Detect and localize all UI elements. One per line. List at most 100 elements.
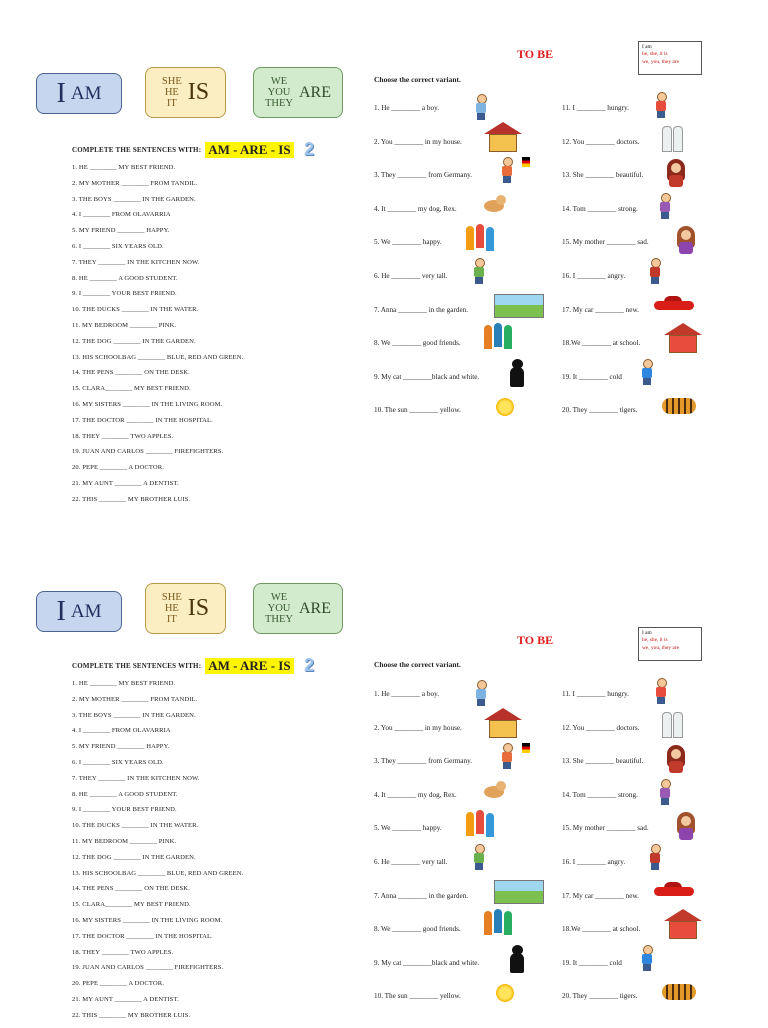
right-sentence: 2. You ________ in my house. xyxy=(374,707,522,754)
right-sentence: 20. They ________ tigers. xyxy=(562,398,696,436)
right-sentence-text: 9. My cat ________black and white. xyxy=(374,958,480,967)
pronoun-they: THEY xyxy=(265,614,293,625)
cold-kid-icon xyxy=(640,358,653,385)
left-sentence: 6. I ________ SIX YEARS OLD. xyxy=(72,242,164,250)
sad-mother-icon xyxy=(676,226,696,255)
dog-icon xyxy=(482,194,506,213)
legend-line-is: he, she, it is xyxy=(642,51,668,58)
right-sentence: 17. My car ________ new. xyxy=(562,881,694,922)
left-instruction: COMPLETE THE SENTENCES WITH: xyxy=(72,146,202,154)
left-sentence: 19. JUAN AND CARLOS ________ FIREFIGHTER… xyxy=(72,964,224,972)
right-sentence: 16. I ________ angry. xyxy=(562,257,661,302)
pronoun-she: SHE xyxy=(161,592,182,603)
doctors-icon xyxy=(662,125,694,152)
happy-kids-icon xyxy=(466,810,498,838)
house-icon xyxy=(484,707,522,738)
highlighted-verbs: AM - ARE - IS xyxy=(205,142,294,158)
right-sentence: 3. They ________ from Germany. xyxy=(374,743,530,787)
left-sentence: 4. I ________ FROM OLAVARRIA xyxy=(72,211,171,219)
pronoun-you: YOU xyxy=(267,87,291,98)
right-sentence: 11. I ________ hungry. xyxy=(562,92,667,134)
right-sentence-text: 5. We ________ happy. xyxy=(374,824,442,833)
pronoun-box-is: SHE HE IT IS xyxy=(145,67,226,118)
pronoun-box-are: WE YOU THEY ARE xyxy=(253,67,343,118)
right-sentence-text: 15. My mother ________ sad. xyxy=(562,238,649,247)
black-cat-icon xyxy=(508,944,526,973)
left-sentence: 8. HE ________ A GOOD STUDENT. xyxy=(72,790,178,798)
left-exercise-heading: COMPLETE THE SENTENCES WITH: AM - ARE - … xyxy=(72,142,294,158)
right-sentence-text: 19. It ________ cold xyxy=(562,372,622,381)
right-sentence-text: 12. You ________ doctors. xyxy=(562,723,640,732)
right-sentence: 18.We ________ at school. xyxy=(562,909,702,955)
right-sentence-column-1: 1. He ________ a boy. 2. You ________ in … xyxy=(374,680,544,1022)
right-sentence-text: 20. They ________ tigers. xyxy=(562,406,638,415)
left-sentence: 20. PEPE ________ A DOCTOR. xyxy=(72,464,164,472)
pronoun-we: WE xyxy=(270,76,288,87)
sun-icon xyxy=(496,398,514,417)
left-sentence: 17. THE DOCTOR ________ IN THE HOSPITAL. xyxy=(72,416,213,424)
pronoun-it: IT xyxy=(166,614,177,625)
sun-icon xyxy=(496,984,514,1003)
left-sentence: 15. CLARA________ MY BEST FRIEND. xyxy=(72,385,191,393)
pronoun-stack-is: SHE HE IT xyxy=(162,76,182,109)
right-sentence: 2. You ________ in my house. xyxy=(374,121,522,168)
right-sentence-text: 14. Tom ________ strong. xyxy=(562,204,638,213)
black-cat-icon xyxy=(508,358,526,387)
left-sentence: 7. THEY ________ IN THE KITCHEN NOW. xyxy=(72,258,200,266)
right-sentence: 18.We ________ at school. xyxy=(562,323,702,369)
right-sentence-text: 5. We ________ happy. xyxy=(374,238,442,247)
left-sentence: 5. MY FRIEND ________ HAPPY. xyxy=(72,227,170,235)
tall-boy-icon xyxy=(472,257,485,284)
left-sentence: 17. THE DOCTOR ________ IN THE HOSPITAL. xyxy=(72,932,213,940)
sad-mother-icon xyxy=(676,812,696,841)
verb-am: AM xyxy=(70,82,102,104)
right-sentence: 19. It ________ cold xyxy=(562,944,653,989)
right-sentence: 4. It ________ my dog, Rex. xyxy=(374,194,506,235)
right-sentence-text: 20. They ________ tigers. xyxy=(562,992,638,1001)
legend-line-are: we, you, they are xyxy=(642,644,679,651)
right-sentence-text: 16. I ________ angry. xyxy=(562,857,626,866)
worksheet-top: I AM SHE HE IT IS WE YOU THEY ARE COMPLE… xyxy=(0,0,768,512)
left-sentence: 16. MY SISTERS ________ IN THE LIVING RO… xyxy=(72,916,223,924)
left-sentence: 21. MY AUNT ________ A DENTIST. xyxy=(72,479,179,487)
children-germany-icon xyxy=(500,743,530,770)
right-sentence-text: 19. It ________ cold xyxy=(562,958,622,967)
right-sentence-text: 6. He ________ very tall. xyxy=(374,271,448,280)
tall-boy-icon xyxy=(472,843,485,870)
right-sentence-text: 1. He ________ a boy. xyxy=(374,690,440,698)
right-sentence: 14. Tom ________ strong. xyxy=(562,778,671,821)
right-sentence: 12. You ________ doctors. xyxy=(562,125,683,168)
right-sentence-text: 2. You ________ in my house. xyxy=(374,723,462,732)
left-sentence: 14. THE PENS ________ ON THE DESK. xyxy=(72,369,190,377)
cold-kid-icon xyxy=(640,944,653,971)
pronoun-stack-are: WE YOU THEY xyxy=(265,76,293,109)
left-sentence: 11. MY BEDROOM ________ PINK. xyxy=(72,321,177,329)
pronoun-box-are: WE YOU THEY ARE xyxy=(253,583,343,634)
garden-icon xyxy=(494,879,544,904)
left-sentence: 13. HIS SCHOOLBAG ________ BLUE, RED AND… xyxy=(72,353,244,361)
left-sentence: 22. THIS ________ MY BROTHER LUIS. xyxy=(72,1011,191,1019)
house-icon xyxy=(484,121,522,152)
right-sentence: 6. He ________ very tall. xyxy=(374,257,485,302)
right-sentence-text: 10. The sun ________ yellow. xyxy=(374,406,461,415)
red-car-icon xyxy=(654,881,694,898)
to-be-title: TO BE xyxy=(517,47,554,61)
right-sentence: 10. The sun ________ yellow. xyxy=(374,398,514,436)
right-sentence-text: 11. I ________ hungry. xyxy=(562,690,629,698)
pronoun-box-am: I AM xyxy=(36,73,122,114)
right-sentence: 9. My cat ________black and white. xyxy=(374,358,524,403)
right-sentence: 8. We ________ good friends. xyxy=(374,909,512,955)
worksheet-bottom: I AM SHE HE IT IS WE YOU THEY ARE COMPLE… xyxy=(0,516,768,1028)
pronoun-they: THEY xyxy=(265,98,293,109)
right-sentence-text: 12. You ________ doctors. xyxy=(562,137,640,146)
right-sentence-text: 9. My cat ________black and white. xyxy=(374,372,480,381)
right-sentence: 8. We ________ good friends. xyxy=(374,323,512,369)
right-sentence: 1. He ________ a boy. xyxy=(374,94,487,134)
pronoun-box-am: I AM xyxy=(36,591,122,632)
left-sentence: 12. THE DOG ________ IN THE GARDEN. xyxy=(72,337,196,345)
right-sentence: 13. She ________ beautiful. xyxy=(562,159,685,201)
right-sentence: 15. My mother ________ sad. xyxy=(562,226,695,268)
right-sentence-text: 14. Tom ________ strong. xyxy=(562,790,638,799)
right-sentence-text: 3. They ________ from Germany. xyxy=(374,171,473,180)
left-instruction: COMPLETE THE SENTENCES WITH: xyxy=(72,662,202,670)
